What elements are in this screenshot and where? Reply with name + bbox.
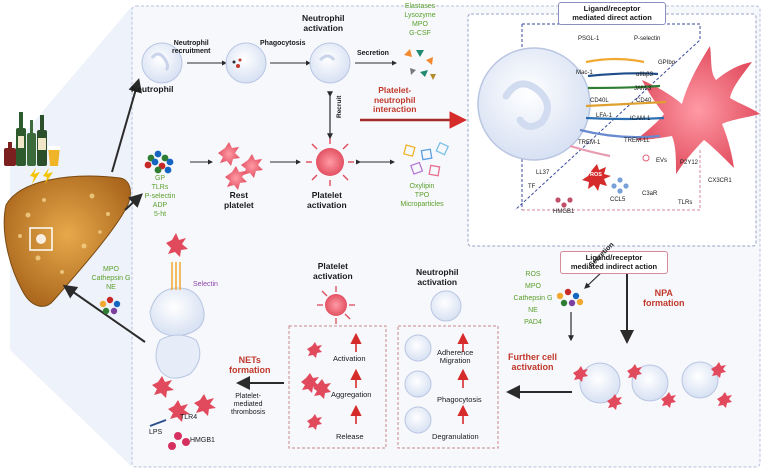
bm-neutrophil-step-icons: [404, 334, 432, 434]
direct-action-title: Ligand/receptor mediated direct action: [558, 2, 666, 26]
receptor-lfa1: LFA-1: [596, 113, 613, 119]
thrombosis-label: Platelet- mediated thrombosis: [231, 393, 266, 416]
platelet-ligand-1: TLRs: [151, 184, 169, 191]
ros-badge-icon: [582, 164, 611, 191]
receptor-gpiba: GPIbα: [658, 60, 676, 66]
mediator-ccl5: CCL5: [610, 197, 626, 203]
nets-factor-1: Cathepsin G: [91, 275, 131, 282]
oxylipin-particles-icon: [403, 141, 450, 177]
further-activation-label: Further cell activation: [508, 352, 558, 373]
secretion-label: Secretion: [357, 50, 389, 57]
npa-formation-label: NPA formation: [643, 288, 685, 309]
detail-platelet-icon: [636, 46, 760, 174]
platelet-activation-label: Platelet activation: [307, 190, 347, 210]
br-factor-1: MPO: [525, 283, 541, 290]
mediator-evs: EVs: [656, 158, 668, 164]
receptor-cd40: CD40: [636, 98, 652, 104]
mediator-cx3cr1: CX3CR1: [708, 178, 732, 184]
platelet-ligand-0: GP: [154, 175, 166, 182]
interaction-label: Platelet- neutrophil interaction: [373, 85, 417, 115]
arrow-liver-to-neutrophil: [111, 78, 142, 173]
platelet-ligand-2: P-selectin: [144, 193, 176, 200]
detail-neutrophil-icon: [477, 47, 591, 161]
receptor-trem1l: TREM-1L: [624, 138, 650, 144]
receptor-icam1: ICAM-1: [630, 116, 651, 122]
platelet-ligand-4: 5-ht: [153, 211, 167, 218]
receptor-cd40l: CD40L: [590, 98, 609, 104]
receptor-jam3: JAM-3: [634, 86, 652, 92]
receptor-psgl1: PSGL-1: [578, 36, 600, 42]
platelet-step-release: Release: [336, 432, 364, 441]
bm-platelet-activation-label: Platelet activation: [313, 261, 353, 281]
platelet-steps-box: [288, 325, 387, 449]
hmgb1-dots: [168, 432, 190, 450]
receptor-aiib3: αIIbβ3: [636, 72, 653, 78]
arrow-liver-to-platelet: [124, 193, 143, 211]
secreted-factor-2: MPO: [412, 21, 428, 28]
liver-icon: [3, 175, 131, 307]
neutrophil-activation-label: Neutrophil activation: [302, 13, 345, 33]
phagocytosis-label: Phagocytosis: [260, 40, 306, 47]
mediator-hmgb1: HMGB1: [553, 209, 575, 215]
receptor-mac1: Mac-1: [576, 70, 593, 76]
alcohol-bottles-icon: [4, 112, 60, 166]
platelet-product-1: TPO: [414, 192, 430, 199]
arrow-nets-to-liver: [62, 284, 146, 343]
neutrophil-cell-3: [309, 42, 351, 84]
br-factor-2: Cathepsin G: [513, 295, 553, 302]
mediator-c3ar: C3aR: [642, 191, 658, 197]
platelet-step-aggregation: Aggregation: [331, 390, 372, 399]
nets-factor-0: MPO: [103, 266, 119, 273]
br-factor-0: ROS: [525, 271, 541, 278]
nets-formation-label: NETs formation: [229, 355, 271, 376]
npa-aggregates-icon: [573, 361, 732, 410]
mediator-dots: [555, 154, 650, 208]
platelet-ligand-dots: [144, 150, 174, 174]
neutrophil-cell-1: [141, 42, 183, 84]
neutrophil-step-degranulation: Degranulation: [432, 432, 479, 441]
neutrophil-cell-2: [225, 42, 267, 84]
secreted-factor-0: Elastases: [404, 3, 436, 10]
bm-platelet-step-icons: [301, 342, 331, 430]
neutrophil-steps-box: [397, 325, 499, 449]
neutrophil-recruitment-label: Neutrophil recruitment: [172, 40, 211, 55]
nets-neutrophil-icon: [149, 233, 216, 427]
secreted-factor-1: Lysozyme: [404, 12, 436, 19]
selectin-label: Selectin: [193, 281, 218, 288]
indirect-action-title: Ligand/receptor mediated indirect action: [560, 251, 668, 275]
mediator-tf: TF: [528, 184, 536, 190]
nets-dots: [99, 296, 121, 315]
nets-factor-2: NE: [106, 284, 116, 291]
lps-label: LPS: [149, 429, 163, 436]
platelet-ligand-3: ADP: [152, 202, 168, 209]
neutrophil-step-phagocytosis: Phagocytosis: [437, 395, 482, 404]
secreted-factor-3: G-CSF: [409, 30, 431, 37]
rest-platelet-label: Rest platelet: [224, 190, 254, 210]
platelet-product-0: Oxylipin: [409, 183, 435, 190]
mediator-p2y12: P2Y12: [680, 160, 699, 166]
neutrophil-step-adherence: Adherence Migration: [437, 348, 474, 366]
secreted-granules-icon: [404, 49, 436, 80]
receptor-trem1: TREM-1: [578, 140, 601, 146]
bm-platelet-activation-icon: [317, 286, 355, 324]
mediator-ros: ROS: [590, 172, 602, 178]
br-factor-3: NE: [528, 307, 538, 314]
bottom-right-dots: [556, 288, 584, 307]
br-factor-4: PAD4: [524, 319, 542, 326]
bm-neutrophil-activation-icon: [430, 290, 462, 322]
hmgb1-label: HMGB1: [190, 437, 215, 444]
recruit-label: Recruit: [336, 95, 343, 118]
bm-neutrophil-activation-label: Neutrophil activation: [416, 267, 459, 287]
platelet-step-activation: Activation: [333, 354, 366, 363]
platelet-product-2: Microparticles: [400, 201, 444, 208]
receptor-p-selectin: P-selectin: [634, 36, 661, 42]
tlr4-label: TLR4: [180, 414, 198, 421]
rest-platelets-icon: [218, 142, 263, 190]
neutrophil-label: Neutrophil: [131, 84, 174, 94]
lightning-icon: [30, 168, 53, 184]
mediator-tlrs: TLRs: [678, 200, 693, 206]
mediator-ll37: LL37: [536, 170, 550, 176]
